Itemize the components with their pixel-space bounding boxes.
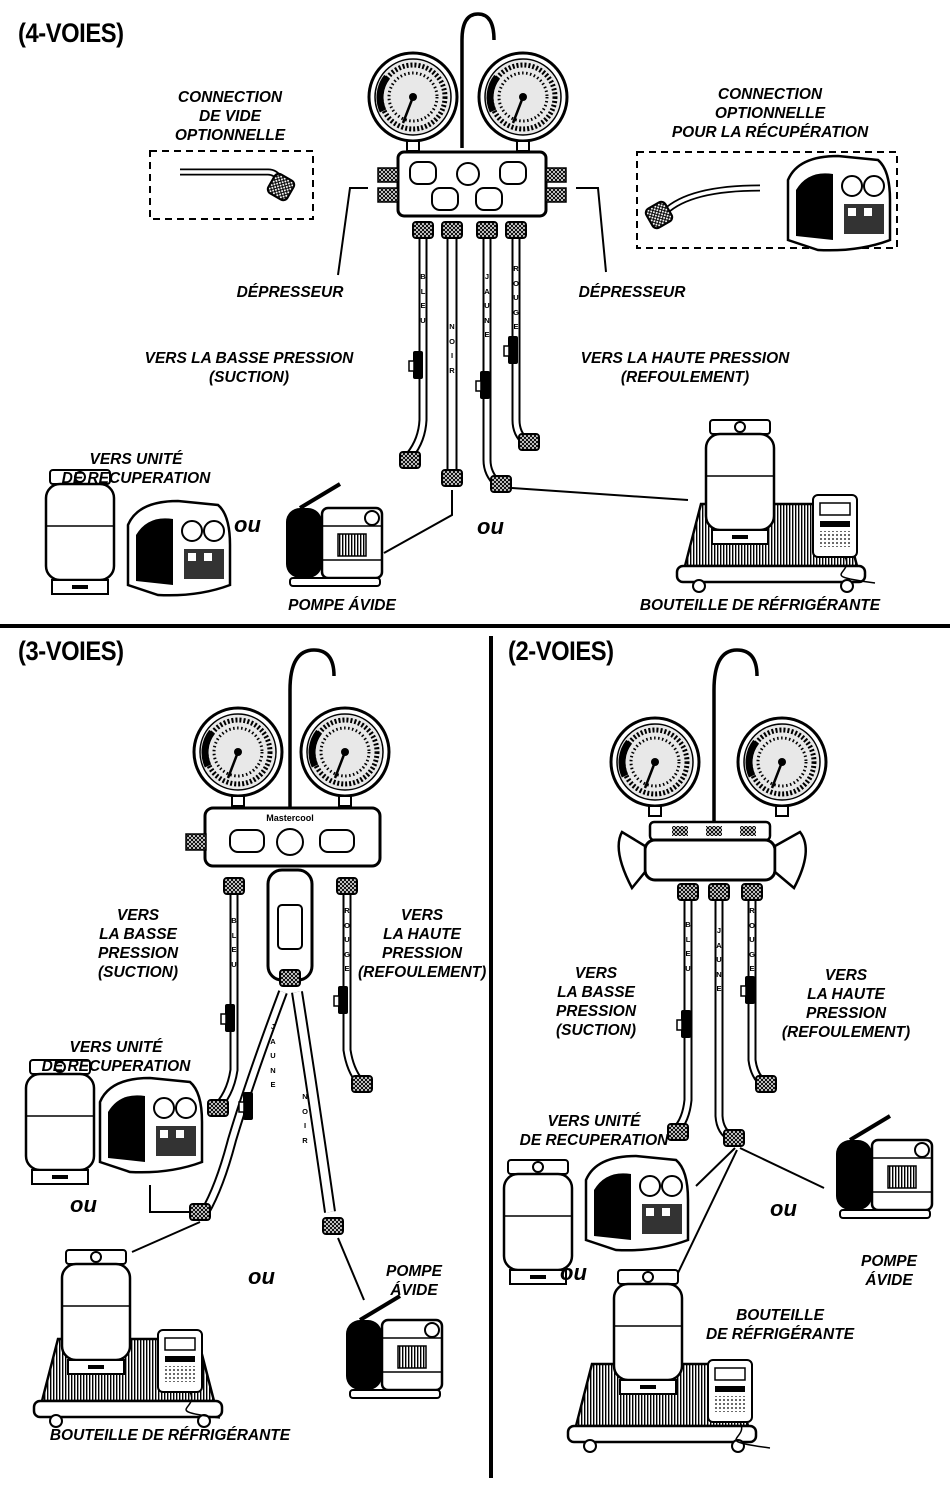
four-way-vacuum-pump-label: POMPE ÁVIDE [288,597,396,614]
section-title-four-way: (4-VOIES) [18,18,124,48]
four-way-low-pressure-label: VERS LA BASSE PRESSION(SUCTION) [144,350,354,386]
recovery-option-box [636,151,898,249]
four-way-or-label-1: ou [234,512,261,537]
four-way-depressor-right-label: DÉPRESSEUR [578,284,686,301]
four-way-or-label-2: ou [477,514,504,539]
three-way-refrigerant-bottle-label: BOUTEILLE DE RÉFRIGÉRANTE [49,1427,291,1444]
section-title-three-way: (3-VOIES) [18,636,124,666]
three-way-or-label-1: ou [70,1192,97,1217]
four-way-high-pressure-label: VERS LA HAUTE PRESSION(REFOULEMENT) [580,350,790,386]
three-way-or-label-2: ou [248,1264,275,1289]
three-way-brand-text: Mastercool [266,813,314,823]
two-way-manifold-illustration [611,648,826,1147]
four-way-depressor-left-label: DÉPRESSEUR [236,284,344,301]
two-way-or-label-1: ou [770,1196,797,1221]
section-title-two-way: (2-VOIES) [508,636,614,666]
four-way-manifold-illustration [369,12,567,493]
two-way-or-label-2: ou [560,1260,587,1285]
four-way-refrigerant-bottle-label: BOUTEILLE DE RÉFRIGÉRANTE [639,597,881,614]
three-way-manifold-illustration: Mastercool [185,648,389,1235]
vacuum-option-box [149,150,314,220]
